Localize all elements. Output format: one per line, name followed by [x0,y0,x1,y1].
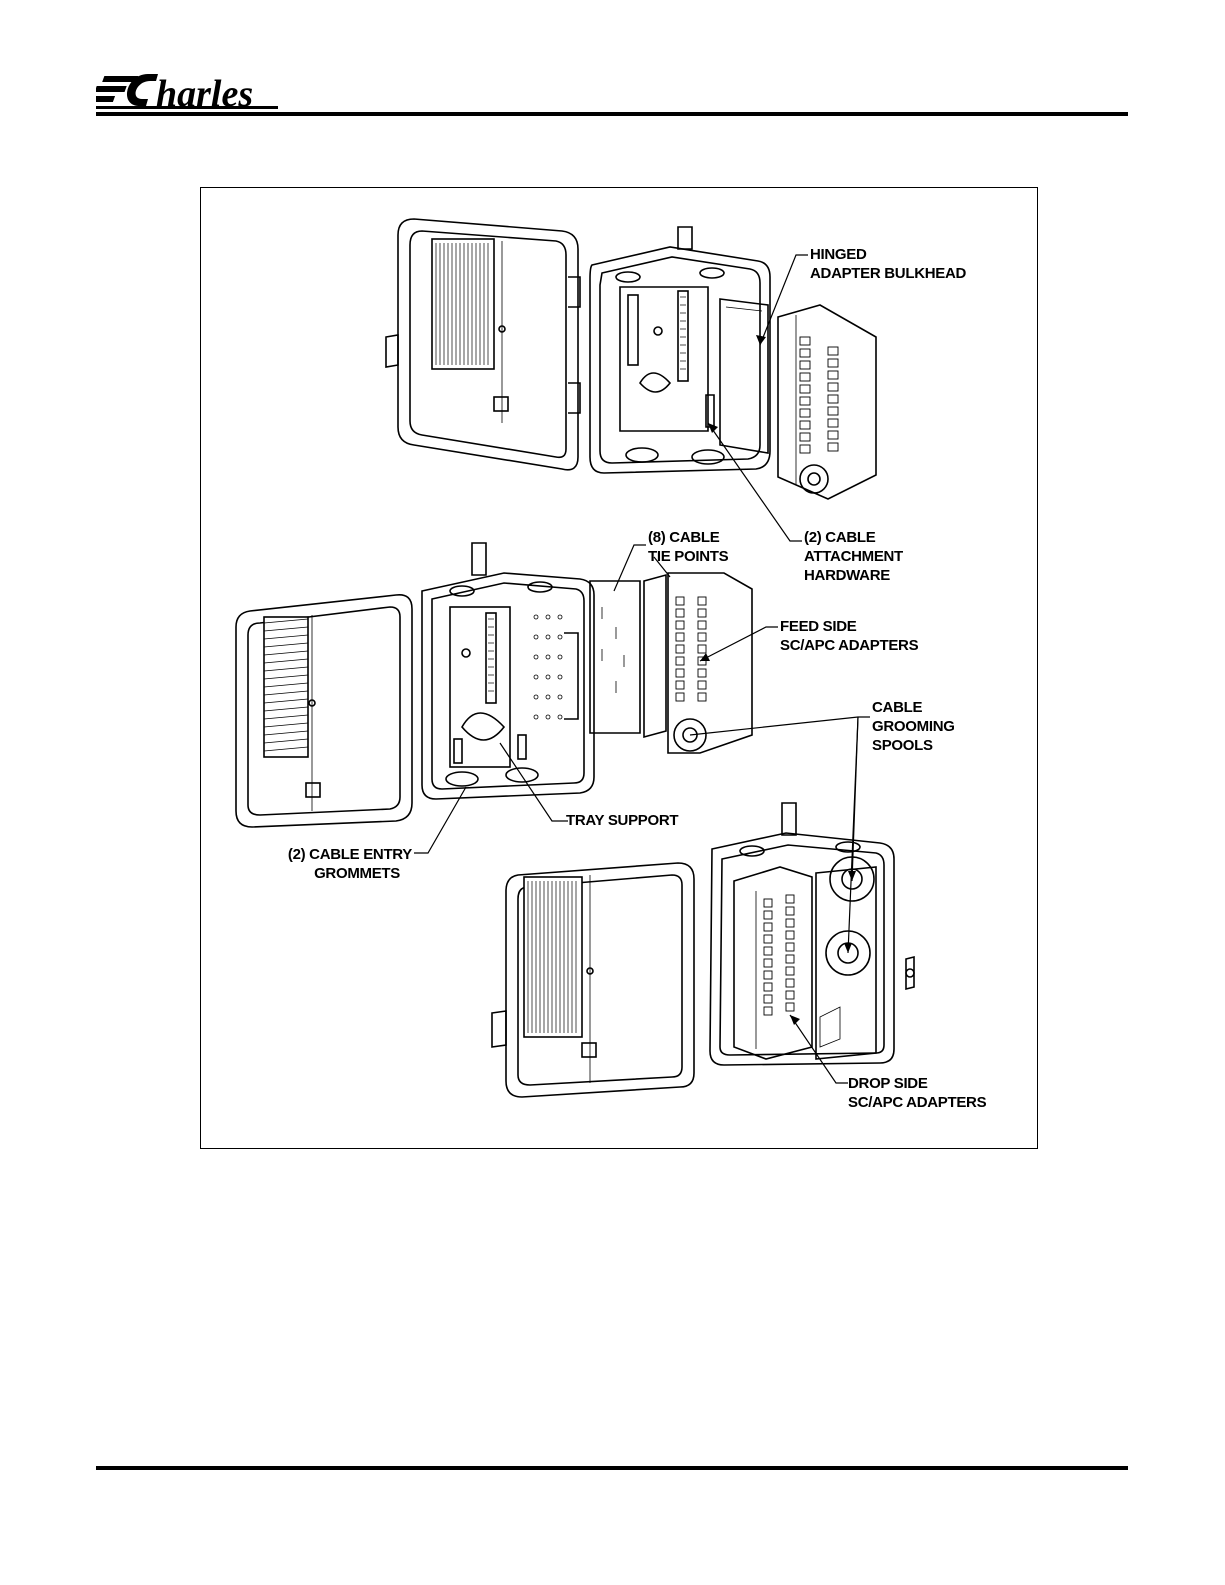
callout-feed-side: FEED SIDE SC/APC ADAPTERS [780,617,918,655]
callout-line: GROMMETS [262,864,412,883]
callout-line: HINGED [810,245,966,264]
callout-drop-side: DROP SIDE SC/APC ADAPTERS [848,1074,986,1112]
callout-line: TRAY SUPPORT [566,811,678,830]
callout-line: ATTACHMENT [804,547,903,566]
callout-line: (2) CABLE ENTRY [262,845,412,864]
callout-tie-points: (8) CABLE TIE POINTS [648,528,728,566]
enclosure-view-top [386,219,876,499]
callout-line: GROOMING [872,717,955,736]
callout-line: DROP SIDE [848,1074,986,1093]
callout-line: SPOOLS [872,736,955,755]
callout-attachment-hardware: (2) CABLE ATTACHMENT HARDWARE [804,528,903,585]
header-rule [96,112,1128,116]
enclosure-illustration [200,187,1038,1149]
callout-line: ADAPTER BULKHEAD [810,264,966,283]
callout-grooming-spools: CABLE GROOMING SPOOLS [872,698,955,755]
callout-line: CABLE [872,698,955,717]
callout-line: FEED SIDE [780,617,918,636]
charles-logo: harles . [96,66,296,116]
footer-rule [96,1466,1128,1470]
enclosure-view-middle [236,543,752,827]
enclosure-view-bottom [492,803,914,1097]
callout-line: SC/APC ADAPTERS [780,636,918,655]
callout-line: SC/APC ADAPTERS [848,1093,986,1112]
callout-line: TIE POINTS [648,547,728,566]
callout-line: HARDWARE [804,566,903,585]
callout-hinged-bulkhead: HINGED ADAPTER BULKHEAD [810,245,966,283]
callout-tray-support: TRAY SUPPORT [566,811,678,830]
callout-line: (8) CABLE [648,528,728,547]
callout-line: (2) CABLE [804,528,903,547]
callout-entry-grommets: (2) CABLE ENTRY GROMMETS [262,845,412,883]
